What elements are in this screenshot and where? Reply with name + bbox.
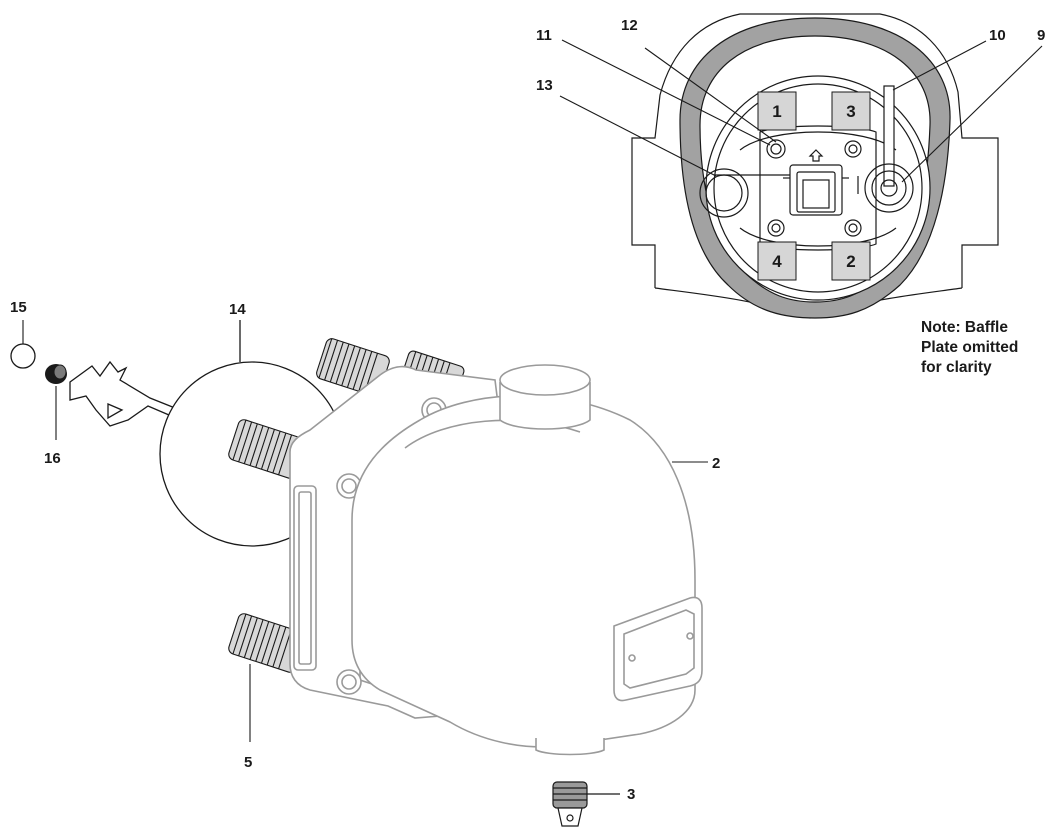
probe-bracket — [69, 360, 181, 427]
plug-thread-lines — [553, 787, 587, 801]
note-line-1: Note: Baffle — [921, 319, 1008, 336]
terminal-label-4: 4 — [772, 252, 782, 271]
inset-probe-rod — [883, 85, 895, 187]
housing-cover-plate-inner — [623, 609, 695, 689]
housing-neck-top — [499, 364, 591, 396]
callout-5: 5 — [244, 754, 252, 771]
callout-12: 12 — [621, 17, 638, 34]
leader-9 — [901, 45, 1043, 183]
leader-10 — [892, 40, 987, 91]
inset-screw-ne — [844, 140, 862, 158]
terminal-box-4 — [757, 241, 797, 281]
inset-screw-11-inner — [770, 143, 782, 155]
inset-switch-inner — [796, 171, 836, 213]
callout-11: 11 — [536, 27, 552, 44]
terminal-label-2: 2 — [846, 252, 855, 271]
inset-screw-sw — [767, 219, 785, 237]
flange-hole-left-inner — [341, 478, 357, 494]
part-3-plug — [552, 781, 620, 827]
inset-screw-sw-inner — [771, 223, 781, 233]
inset-screw-11 — [766, 139, 786, 159]
probe-bracket-detail — [107, 403, 124, 420]
inset-leaders — [559, 39, 1043, 183]
callout-14: 14 — [229, 301, 246, 318]
callout-15: 15 — [10, 299, 27, 316]
inset-probe-port — [871, 170, 907, 206]
stud-middle-threads — [232, 419, 293, 476]
inset-probe-port-outer — [864, 163, 914, 213]
callout-10: 10 — [989, 27, 1006, 44]
terminal-box-1 — [757, 91, 797, 131]
cover-screw-left — [628, 654, 636, 662]
inset-screw-ne-inner — [848, 144, 858, 154]
housing-body — [351, 394, 696, 748]
inset-left-port — [699, 168, 749, 218]
callout-3: 3 — [627, 786, 635, 803]
part-15-o-ring — [10, 320, 36, 369]
housing-bottom-boss — [535, 738, 605, 756]
leader-13 — [559, 95, 717, 177]
housing-flange-slot-inner — [298, 491, 312, 665]
inset-contact-plate-upper-arc — [739, 131, 897, 151]
inset-screw-se-inner — [848, 223, 858, 233]
callout-16: 16 — [44, 450, 61, 467]
leader-12 — [644, 47, 777, 143]
stud-top-left-threads — [318, 338, 379, 394]
inset-probe-port-inner — [880, 179, 898, 197]
callout-2: 2 — [712, 455, 720, 472]
plug-threads — [552, 781, 588, 809]
nut-face — [53, 364, 67, 380]
flange-hole-bottom-inner — [341, 674, 357, 690]
cover-screw-right — [686, 632, 694, 640]
part-2-housing — [289, 364, 708, 756]
note-line-2: Plate omitted — [921, 339, 1019, 356]
inset-top-view — [631, 13, 999, 319]
note-line-3: for clarity — [921, 359, 992, 376]
inset-screw-se — [844, 219, 862, 237]
plug-head-hole — [566, 814, 574, 822]
callout-9: 9 — [1037, 27, 1045, 44]
o-ring-shape — [10, 343, 36, 369]
inset-contact-plate-lower-arc — [739, 227, 897, 247]
callout-labels: 15 16 14 2 5 3 11 12 13 10 9 — [10, 17, 1045, 803]
terminal-boxes: 1 3 4 2 — [757, 91, 871, 281]
leader-11 — [561, 39, 771, 146]
inset-switch-core — [802, 179, 830, 209]
part-16-nut — [45, 364, 67, 440]
terminal-box-3 — [831, 91, 871, 131]
callout-13: 13 — [536, 77, 553, 94]
inset-up-arrow-icon — [808, 149, 824, 162]
stud-bottom-threads — [232, 613, 293, 670]
terminal-label-3: 3 — [846, 102, 855, 121]
terminal-label-1: 1 — [772, 102, 781, 121]
terminal-box-2 — [831, 241, 871, 281]
diagram-note: Note: Baffle Plate omitted for clarity — [921, 318, 1057, 378]
